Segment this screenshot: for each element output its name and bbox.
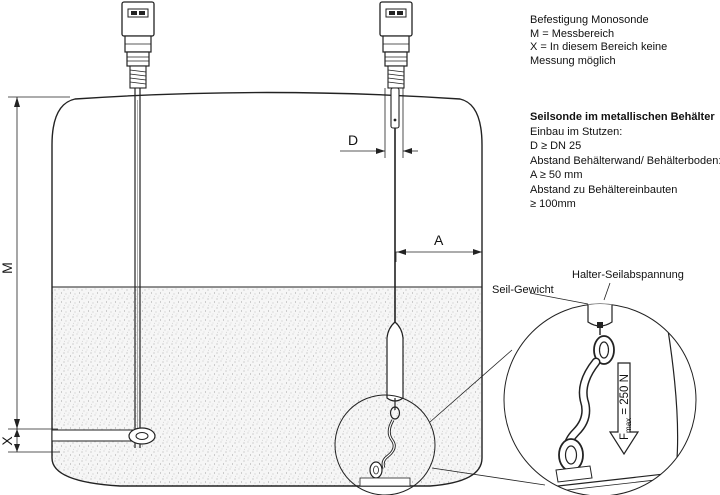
- detail-connector-bottom: [431, 467, 546, 486]
- weight-leader-line: [529, 292, 589, 305]
- sensor-head-right: [379, 1, 413, 89]
- dimension-m: [8, 96, 70, 430]
- notes-rope-line: Abstand Behälterwand/ Behälterboden:: [530, 154, 720, 167]
- notes-general-title: Befestigung Monosonde: [530, 14, 649, 26]
- tank: [51, 91, 483, 487]
- notes-general: Befestigung Monosonde M = Messbereich X …: [530, 14, 667, 68]
- rod-probe: [134, 88, 141, 448]
- notes-general-line: M = Messbereich: [530, 27, 615, 40]
- notes-rope-line: Abstand zu Behältereinbauten: [530, 183, 678, 196]
- notes-rope-line: D ≥ DN 25: [530, 140, 582, 152]
- notes-rope-line: A ≥ 50 mm: [530, 169, 583, 181]
- notes-rope-line: Einbau im Stutzen:: [530, 125, 623, 138]
- force-arrow: [608, 362, 640, 456]
- notes-rope-line: ≥ 100mm: [530, 198, 576, 210]
- notes-rope-title: Seilsonde im metallischen Behälter: [530, 111, 715, 123]
- dimension-x-label: X: [0, 436, 15, 446]
- detail-marker-circle: [334, 394, 436, 495]
- rod-end-bracket: [51, 427, 156, 445]
- medium-fill: [52, 287, 482, 486]
- dimension-x: [8, 429, 60, 453]
- detail-connector-top: [429, 349, 513, 423]
- notes-general-line: Messung möglich: [530, 54, 616, 67]
- label-rope-weight: Seil-Gewicht: [492, 284, 554, 296]
- dimension-d-label: D: [348, 132, 358, 148]
- label-rope-anchor: Halter-Seilabspannung: [572, 269, 684, 281]
- anchor-leader-line: [603, 282, 611, 301]
- detail-view: Fmax = 250 N: [503, 303, 697, 495]
- dimension-d: [340, 88, 418, 158]
- rope-probe: [386, 87, 404, 410]
- dimension-a: [395, 249, 482, 262]
- dimension-a-label: A: [434, 232, 444, 248]
- dimension-m-label: M: [0, 262, 15, 274]
- notes-rope-probe: Seilsonde im metallischen Behälter Einba…: [530, 110, 720, 212]
- notes-general-line: X = In diesem Bereich keine: [530, 41, 668, 53]
- force-label: Fmax = 250 N: [619, 374, 633, 440]
- tank-outline: [51, 91, 483, 487]
- sensor-head-left: [121, 1, 155, 89]
